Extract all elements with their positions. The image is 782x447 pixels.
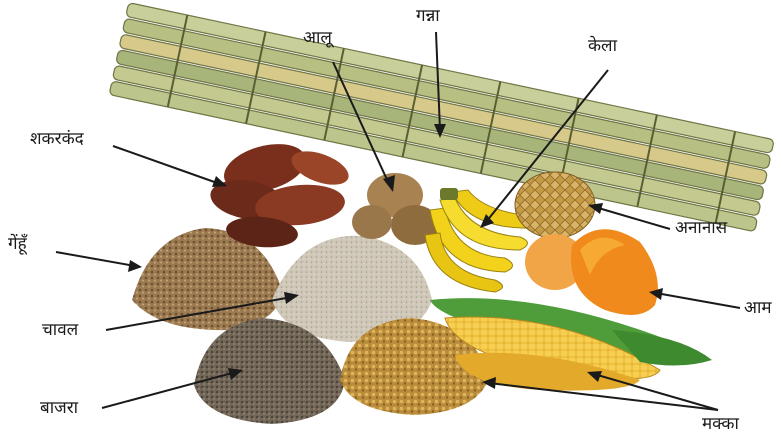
label-banana: केला xyxy=(588,38,617,55)
label-sugarcane: गन्ना xyxy=(416,8,440,25)
label-millet: बाजरा xyxy=(40,400,78,417)
label-sweet-potato: शकरकंद xyxy=(30,131,84,148)
sweet-potatoes xyxy=(207,136,353,250)
mangoes xyxy=(525,229,658,315)
label-mango: आम xyxy=(744,300,772,317)
potatoes xyxy=(352,173,439,245)
label-potato: आलू xyxy=(303,30,332,47)
label-rice: चावल xyxy=(42,322,78,339)
label-wheat: गेंहूँ xyxy=(8,236,27,253)
label-maize: मक्का xyxy=(702,416,739,433)
label-pineapple: अनानास xyxy=(675,220,727,237)
pineapple xyxy=(515,172,595,238)
